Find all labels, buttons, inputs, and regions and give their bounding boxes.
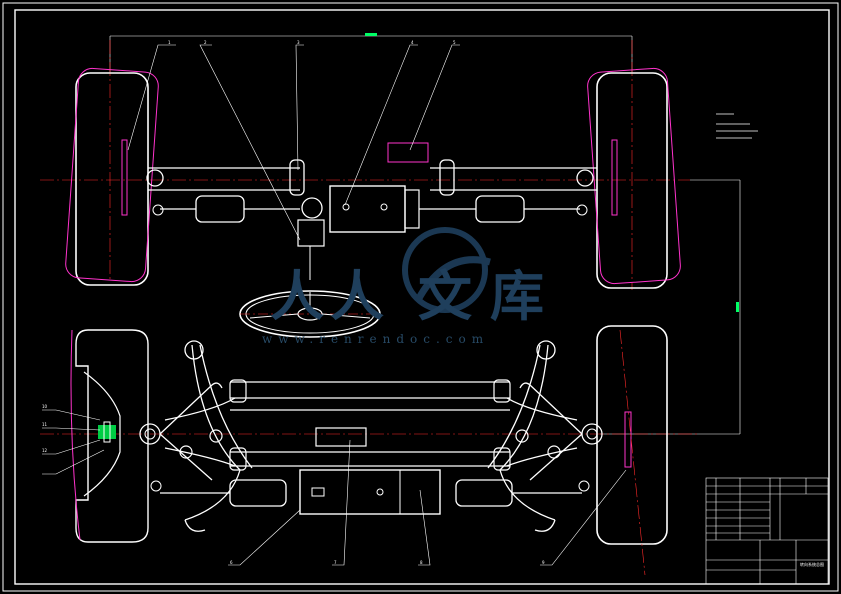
svg-text:12: 12 bbox=[42, 448, 48, 453]
inner-frame bbox=[14, 9, 830, 585]
right-rear-wheel bbox=[596, 325, 668, 545]
part-number-labels-bottom: 6 7 8 9 10 11 12 bbox=[42, 404, 545, 565]
renrendoc-logo-icon bbox=[402, 227, 491, 313]
watermark-char-2: 人 bbox=[330, 265, 384, 328]
watermark-char-3: 文 bbox=[418, 265, 472, 328]
watermark-url: www.renrendoc.com bbox=[262, 332, 490, 346]
svg-text:6: 6 bbox=[230, 560, 233, 565]
title-block bbox=[705, 477, 829, 585]
svg-text:10: 10 bbox=[42, 404, 48, 409]
title-block-title: 转向系统总图 bbox=[800, 561, 824, 567]
technical-notes bbox=[716, 113, 758, 139]
svg-text:11: 11 bbox=[42, 422, 48, 427]
svg-text:2: 2 bbox=[204, 40, 207, 45]
left-wheel-section bbox=[75, 329, 149, 543]
steering-gear-housing bbox=[329, 185, 406, 233]
svg-text:7: 7 bbox=[334, 560, 337, 565]
svg-text:3: 3 bbox=[297, 40, 300, 45]
svg-text:8: 8 bbox=[420, 560, 423, 565]
svg-text:1: 1 bbox=[168, 40, 171, 45]
left-front-wheel bbox=[75, 72, 149, 286]
svg-text:9: 9 bbox=[542, 560, 545, 565]
watermark-char-1: 人 bbox=[270, 265, 324, 328]
part-number-labels-top: 1 2 3 4 5 bbox=[168, 40, 456, 45]
lower-steering-rack bbox=[299, 469, 441, 515]
svg-text:4: 4 bbox=[411, 40, 414, 45]
svg-text:5: 5 bbox=[453, 40, 456, 45]
watermark-char-4: 库 bbox=[490, 265, 544, 328]
right-front-wheel bbox=[596, 72, 668, 289]
